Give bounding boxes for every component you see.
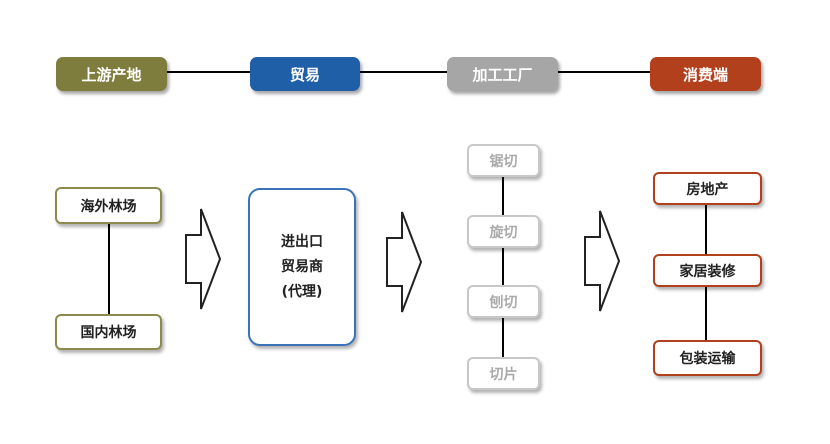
processing-connector-line xyxy=(502,175,504,367)
flow-arrow-icon xyxy=(584,210,621,312)
flow-arrow-icon xyxy=(386,211,423,313)
trader-line-1: 进出口 xyxy=(281,233,323,250)
processing-rotary-cut-box: 旋切 xyxy=(467,215,540,248)
stage-trade: 贸易 xyxy=(250,57,360,91)
consumer-home-decor-box: 家居装修 xyxy=(653,254,762,287)
stage-consumer: 消费端 xyxy=(650,57,761,91)
trader-line-2: 贸易商 xyxy=(281,258,323,275)
processing-planing-box: 刨切 xyxy=(467,285,540,318)
consumer-packaging-box: 包装运输 xyxy=(653,340,762,376)
stage-connector-line xyxy=(165,71,655,73)
trader-line-3: (代理) xyxy=(281,283,323,300)
processing-slicing-box: 切片 xyxy=(467,357,540,390)
domestic-forest-box: 国内林场 xyxy=(55,314,162,350)
stage-upstream: 上游产地 xyxy=(56,57,167,91)
flow-arrow-icon xyxy=(185,208,222,310)
consumer-real-estate-box: 房地产 xyxy=(653,172,762,205)
stage-processing: 加工工厂 xyxy=(447,57,558,91)
forest-connector-line xyxy=(108,223,110,317)
importer-trader-box: 进出口 贸易商 (代理) xyxy=(248,188,356,346)
processing-sawing-box: 锯切 xyxy=(467,144,540,177)
overseas-forest-box: 海外林场 xyxy=(55,187,162,224)
